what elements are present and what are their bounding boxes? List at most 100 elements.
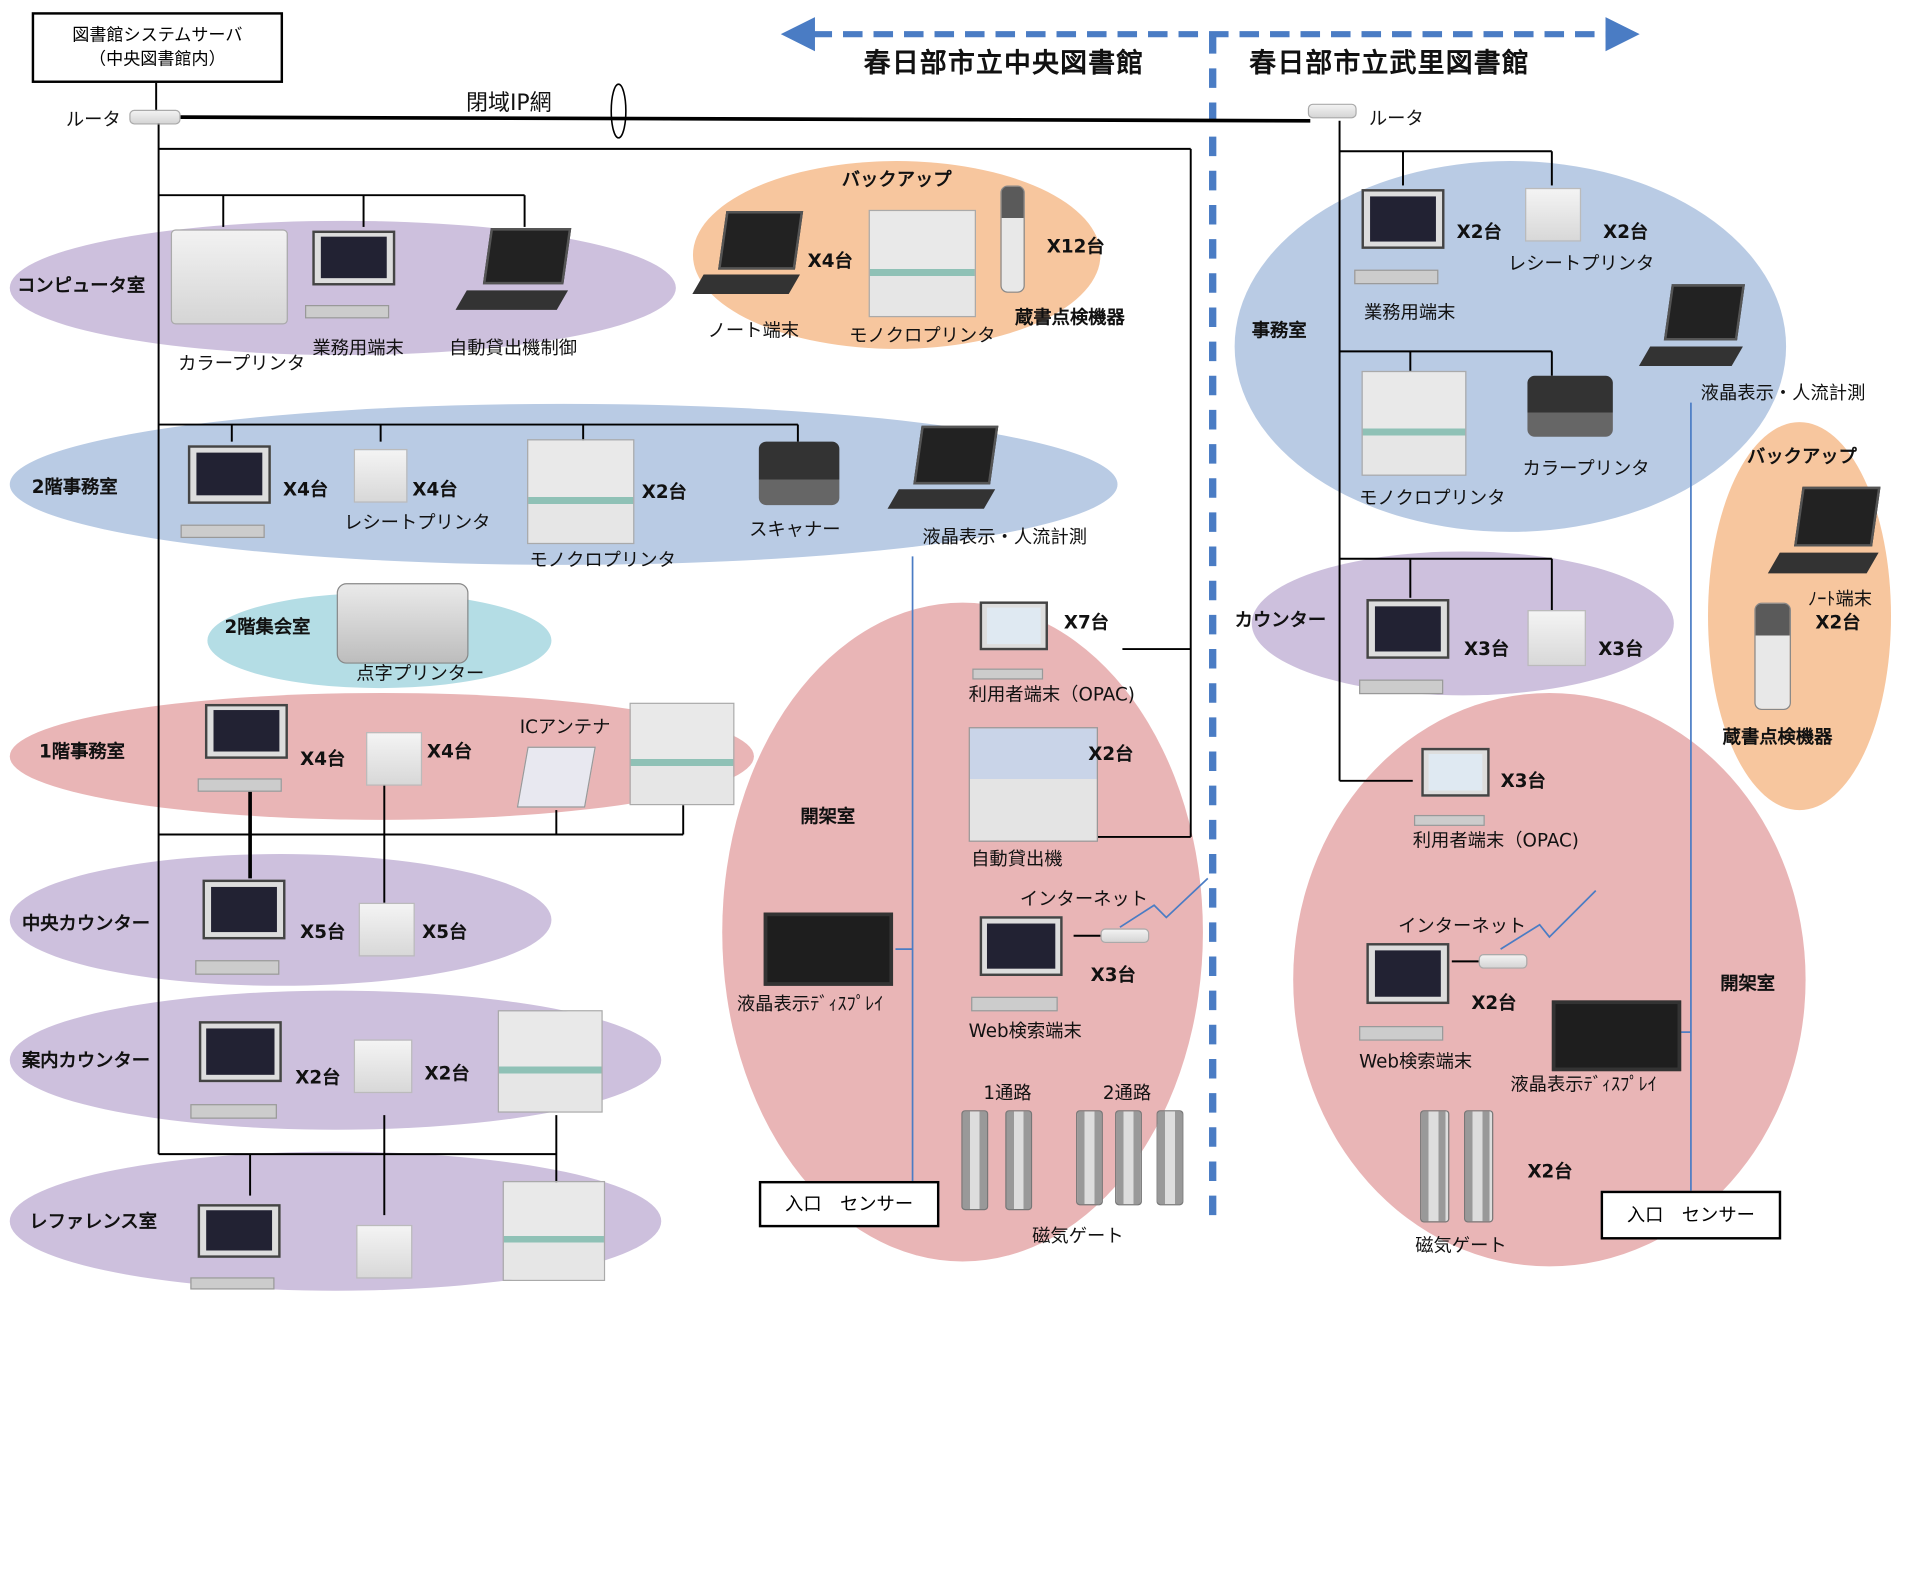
auto-lend-laptop-icon	[455, 222, 576, 320]
gate1-label: 1通路	[983, 1082, 1032, 1105]
internet-label: インターネット	[1019, 888, 1149, 911]
opac-qty: X7台	[1063, 611, 1109, 634]
info-receipt-qty: X2台	[424, 1062, 470, 1085]
office-1f-label: 1階事務室	[39, 740, 125, 763]
takesato-web-icon	[1357, 939, 1459, 1044]
takesato-lcd-counter-label: 液晶表示・人流計測	[1700, 381, 1866, 404]
takesato-counter-label: カウンター	[1234, 608, 1327, 631]
ic-antenna-icon	[516, 746, 596, 808]
info-pc-qty: X2台	[295, 1066, 341, 1089]
auto-lend-control-label: 自動貸出機制御	[448, 336, 578, 359]
takesato-receipt-icon	[1525, 187, 1582, 242]
info-receipt-icon	[353, 1039, 413, 1094]
gate2-panel-c-icon	[1156, 1110, 1184, 1206]
office1-pc-icon	[195, 700, 297, 795]
web-label: Web検索端末	[968, 1019, 1082, 1042]
sensor-wires	[895, 402, 1692, 1191]
takesato-color-printer-label: カラープリンタ	[1522, 457, 1650, 480]
backup-mono-printer-icon	[868, 209, 976, 318]
takesato-handheld-label: 蔵書点検機器	[1722, 725, 1833, 748]
entrance-sensor-central: 入口 センサー	[758, 1180, 940, 1228]
zone-takesato-backup	[1708, 422, 1891, 811]
central-library-title: 春日部市立中央図書館	[863, 48, 1145, 80]
arrow-left-head	[780, 17, 815, 52]
backup-laptop-qty: X4台	[807, 250, 853, 273]
office2-receipt-label: レシートプリンタ	[344, 511, 491, 534]
gate2-label: 2通路	[1102, 1082, 1152, 1105]
counter-pc-icon	[193, 876, 295, 978]
magnetic-gate-label: 磁気ゲート	[1032, 1224, 1124, 1247]
business-pc-label: 業務用端末	[312, 336, 404, 359]
router-central-label: ルータ	[65, 108, 121, 131]
central-open-label: 開架室	[800, 805, 856, 828]
scanner-icon	[758, 441, 840, 506]
reference-room-label: レファレンス室	[29, 1210, 158, 1233]
takesato-counter-pc-qty: X3台	[1464, 638, 1510, 661]
takesato-pc-label: 業務用端末	[1363, 301, 1456, 324]
braille-printer-label: 点字プリンター	[356, 662, 485, 685]
takesato-handheld-icon	[1754, 602, 1791, 711]
takesato-gate-panel-b-icon	[1464, 1110, 1494, 1223]
takesato-receipt-qty: X2台	[1603, 220, 1649, 243]
takesato-counter-receipt-qty: X3台	[1598, 638, 1644, 661]
web-qty: X3台	[1090, 963, 1136, 986]
arrow-right-head	[1605, 17, 1640, 52]
color-printer-label: カラープリンタ	[178, 352, 306, 375]
takesato-opac-icon	[1413, 744, 1498, 829]
counter-pc-qty: X5台	[300, 921, 346, 944]
office2-mono-qty: X2台	[641, 480, 687, 503]
lcd-counter-label: 液晶表示・人流計測	[922, 525, 1088, 548]
server-label-line1: 図書館システムサーバ	[72, 25, 243, 46]
info-counter-label: 案内カウンター	[21, 1049, 151, 1072]
backup-laptop-label: ノート端末	[707, 319, 800, 342]
zone-takesato-office	[1234, 161, 1787, 532]
takesato-counter-pc-icon	[1357, 595, 1459, 697]
handheld-scanner-icon	[1000, 185, 1025, 293]
office1-printer-icon	[629, 702, 735, 806]
web-terminal-icon	[969, 913, 1074, 1015]
takesato-gate-panel-a-icon	[1420, 1110, 1450, 1223]
takesato-opac-label: 利用者端末（OPAC)	[1412, 829, 1579, 852]
office2-mono-label: モノクロプリンタ	[529, 549, 676, 571]
handheld-label: 蔵書点検機器	[1015, 306, 1125, 329]
office2-receipt-icon	[353, 448, 408, 503]
takesato-gate-qty: X2台	[1527, 1160, 1573, 1183]
counter-receipt-qty: X5台	[422, 921, 468, 944]
takesato-receipt-label: レシートプリンタ	[1507, 252, 1655, 275]
office2-mono-icon	[527, 439, 635, 545]
office2-pc-qty: X4台	[283, 478, 329, 501]
takesato-lcd-display-label: 液晶表示ﾃﾞｨｽﾌﾟﾚｲ	[1510, 1073, 1657, 1096]
backup-mono-printer-label: モノクロプリンタ	[849, 324, 996, 347]
takesato-open-label: 開架室	[1720, 972, 1776, 995]
takesato-backup-laptop-label: ﾉｰﾄ端末	[1808, 588, 1873, 610]
takesato-office-label: 事務室	[1251, 319, 1307, 342]
central-counter-label: 中央カウンター	[21, 912, 151, 935]
color-printer-icon	[170, 229, 288, 325]
takesato-web-label: Web検索端末	[1359, 1050, 1473, 1073]
backup-laptop-icon	[692, 205, 808, 305]
office2-pc-icon	[178, 442, 280, 542]
takesato-counter-receipt-icon	[1527, 610, 1586, 667]
takesato-internet-label: インターネット	[1398, 915, 1527, 937]
takesato-lcd-display-icon	[1551, 1000, 1682, 1072]
connection-lines	[155, 17, 1692, 1221]
reference-printer-icon	[502, 1180, 606, 1281]
router-central-icon	[129, 109, 181, 125]
takesato-mono-icon	[1361, 370, 1467, 476]
counter-receipt-icon	[358, 902, 415, 957]
takesato-gate-label: 磁気ゲート	[1415, 1234, 1507, 1257]
auto-lend-qty: X2台	[1088, 742, 1134, 765]
auto-lend-label: 自動貸出機	[971, 847, 1063, 870]
router-takesato-label: ルータ	[1368, 107, 1424, 130]
reference-pc-icon	[188, 1200, 290, 1293]
office1-receipt-qty: X4台	[427, 740, 473, 763]
business-pc-icon	[303, 227, 405, 322]
gate1-panel-a-icon	[961, 1110, 989, 1211]
handheld-qty: X12台	[1046, 235, 1105, 258]
takesato-mono-label: モノクロプリンタ	[1359, 486, 1506, 509]
scanner-label: スキャナー	[749, 518, 841, 541]
entrance-sensor-takesato: 入口 センサー	[1600, 1190, 1782, 1240]
lcd-display-icon	[763, 912, 894, 986]
opac-terminal-icon	[971, 598, 1056, 683]
